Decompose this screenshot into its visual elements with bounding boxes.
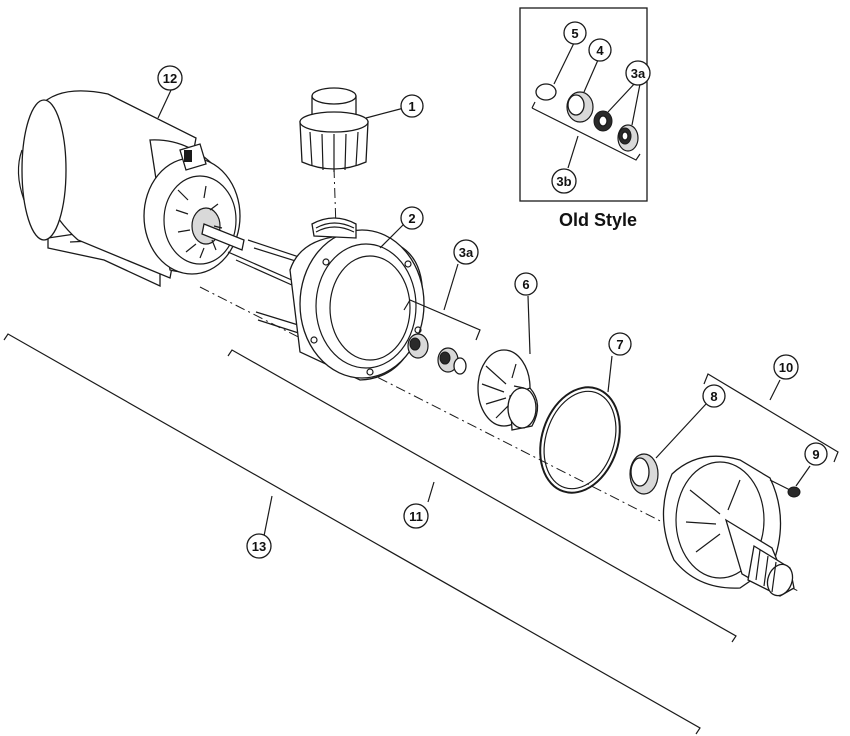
inset-seal-seat (566, 91, 594, 123)
callout-3a: 3a (453, 239, 479, 265)
shaft-seal (407, 333, 467, 375)
o-ring (539, 386, 621, 494)
svg-text:3b: 3b (556, 174, 571, 189)
callout-11: 11 (403, 503, 429, 529)
svg-text:4: 4 (596, 43, 604, 58)
leader-lines (157, 87, 811, 537)
callout-2: 2 (400, 206, 424, 230)
svg-text:8: 8 (710, 389, 717, 404)
bracket-10 (703, 373, 839, 463)
bracket-3a (403, 299, 481, 341)
callout-8: 8 (702, 384, 726, 408)
inset-callout-3b: 3b (551, 168, 577, 194)
callout-12: 12 (157, 65, 183, 91)
callout-6: 6 (514, 272, 538, 296)
svg-text:12: 12 (163, 71, 177, 86)
svg-text:11: 11 (409, 509, 423, 524)
inset-callout-5: 5 (563, 21, 587, 45)
old-style-title: Old Style (559, 210, 637, 230)
inset-seal-assembly (593, 110, 639, 152)
pump-housing (289, 217, 425, 381)
inset-callout-3a: 3a (625, 60, 651, 86)
svg-text:7: 7 (616, 337, 623, 352)
callout-10: 10 (773, 354, 799, 380)
union-fitting (299, 87, 369, 172)
svg-text:3a: 3a (631, 66, 646, 81)
svg-text:10: 10 (779, 360, 793, 375)
svg-text:6: 6 (522, 277, 529, 292)
cover-screw (769, 479, 801, 498)
motor (17, 90, 319, 337)
wear-ring (629, 453, 659, 495)
svg-text:3a: 3a (459, 245, 474, 260)
svg-text:13: 13 (252, 539, 266, 554)
bracket-11 (227, 349, 737, 643)
svg-text:2: 2 (408, 211, 415, 226)
callout-13: 13 (246, 533, 272, 559)
bracket-13 (3, 333, 701, 735)
svg-text:1: 1 (408, 99, 415, 114)
svg-text:9: 9 (812, 447, 819, 462)
inset-seal-ring (535, 83, 557, 101)
old-style-inset: Old Style (519, 7, 648, 230)
callout-1: 1 (400, 94, 424, 118)
svg-text:5: 5 (571, 26, 578, 41)
callout-7: 7 (608, 332, 632, 356)
front-cover (662, 455, 795, 597)
inset-callout-4: 4 (588, 38, 612, 62)
impeller (477, 349, 539, 431)
callout-9: 9 (804, 442, 828, 466)
